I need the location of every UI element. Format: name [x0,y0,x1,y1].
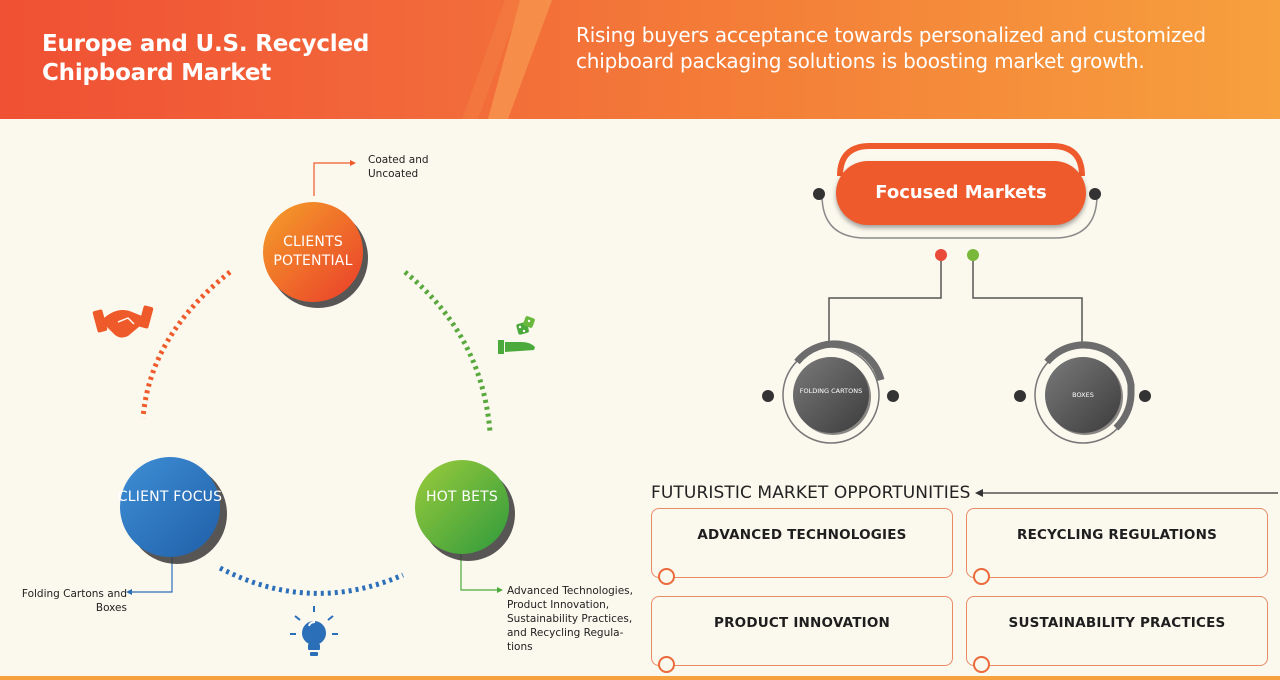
lightbulb-icon [290,606,338,656]
arc-right [403,270,493,433]
dice-in-hand-icon [498,316,535,354]
arc-bottom [218,565,404,596]
hot-bets-note: Advanced Technologies, Product Innovatio… [507,585,633,653]
opportunity-advanced-technologies: ADVANCED TECHNOLOGIES [651,508,953,585]
opportunity-bullet [658,568,675,585]
connector-clients-potential [313,162,350,196]
clients-potential-note: Coated and Uncoated [368,154,429,180]
opportunity-sustainability-practices: SUSTAINABILITY PRACTICES [966,596,1268,673]
arc-left [140,270,232,419]
header-stripe [462,0,552,119]
connector-dot-red [935,249,947,261]
market-label-boxes: BOXES [1072,391,1094,399]
opportunity-bullet [973,568,990,585]
opportunity-bullet [973,656,990,673]
handshake-icon [92,305,154,338]
focused-markets-frame-top [837,143,1085,177]
hot-bets-label: HOT BETS [425,489,499,505]
opportunity-bullet [658,656,675,673]
focused-markets-frame-bottom [821,194,1098,239]
opportunity-recycling-regulations: RECYCLING REGULATIONS [966,508,1268,585]
market-label-folding-cartons: FOLDING CARTONS [799,387,863,395]
market-folding-cartons [762,340,899,444]
connector-hot-bets [460,553,497,591]
header-banner: Europe and U.S. Recycled Chipboard Marke… [0,0,1280,119]
client-focus-note: Folding Cartons and Boxes [21,588,127,614]
circle-clients-potential [263,202,363,302]
connector-dot-green [967,249,979,261]
circle-client-focus [120,457,220,557]
clients-potential-label: CLIENTS POTENTIAL [273,234,353,269]
client-focus-label: CLIENT FOCUS [117,489,223,505]
market-boxes [1014,341,1151,444]
circle-hot-bets [415,460,509,554]
opportunity-product-innovation: PRODUCT INNOVATION [651,596,953,673]
focused-markets-title: Focused Markets [836,161,1086,225]
header-tagline: Rising buyers acceptance towards persona… [576,23,1206,73]
bottom-accent-line [0,676,1280,680]
page-title: Europe and U.S. Recycled Chipboard Marke… [42,31,370,86]
opportunities-title: FUTURISTIC MARKET OPPORTUNITIES [651,483,971,503]
